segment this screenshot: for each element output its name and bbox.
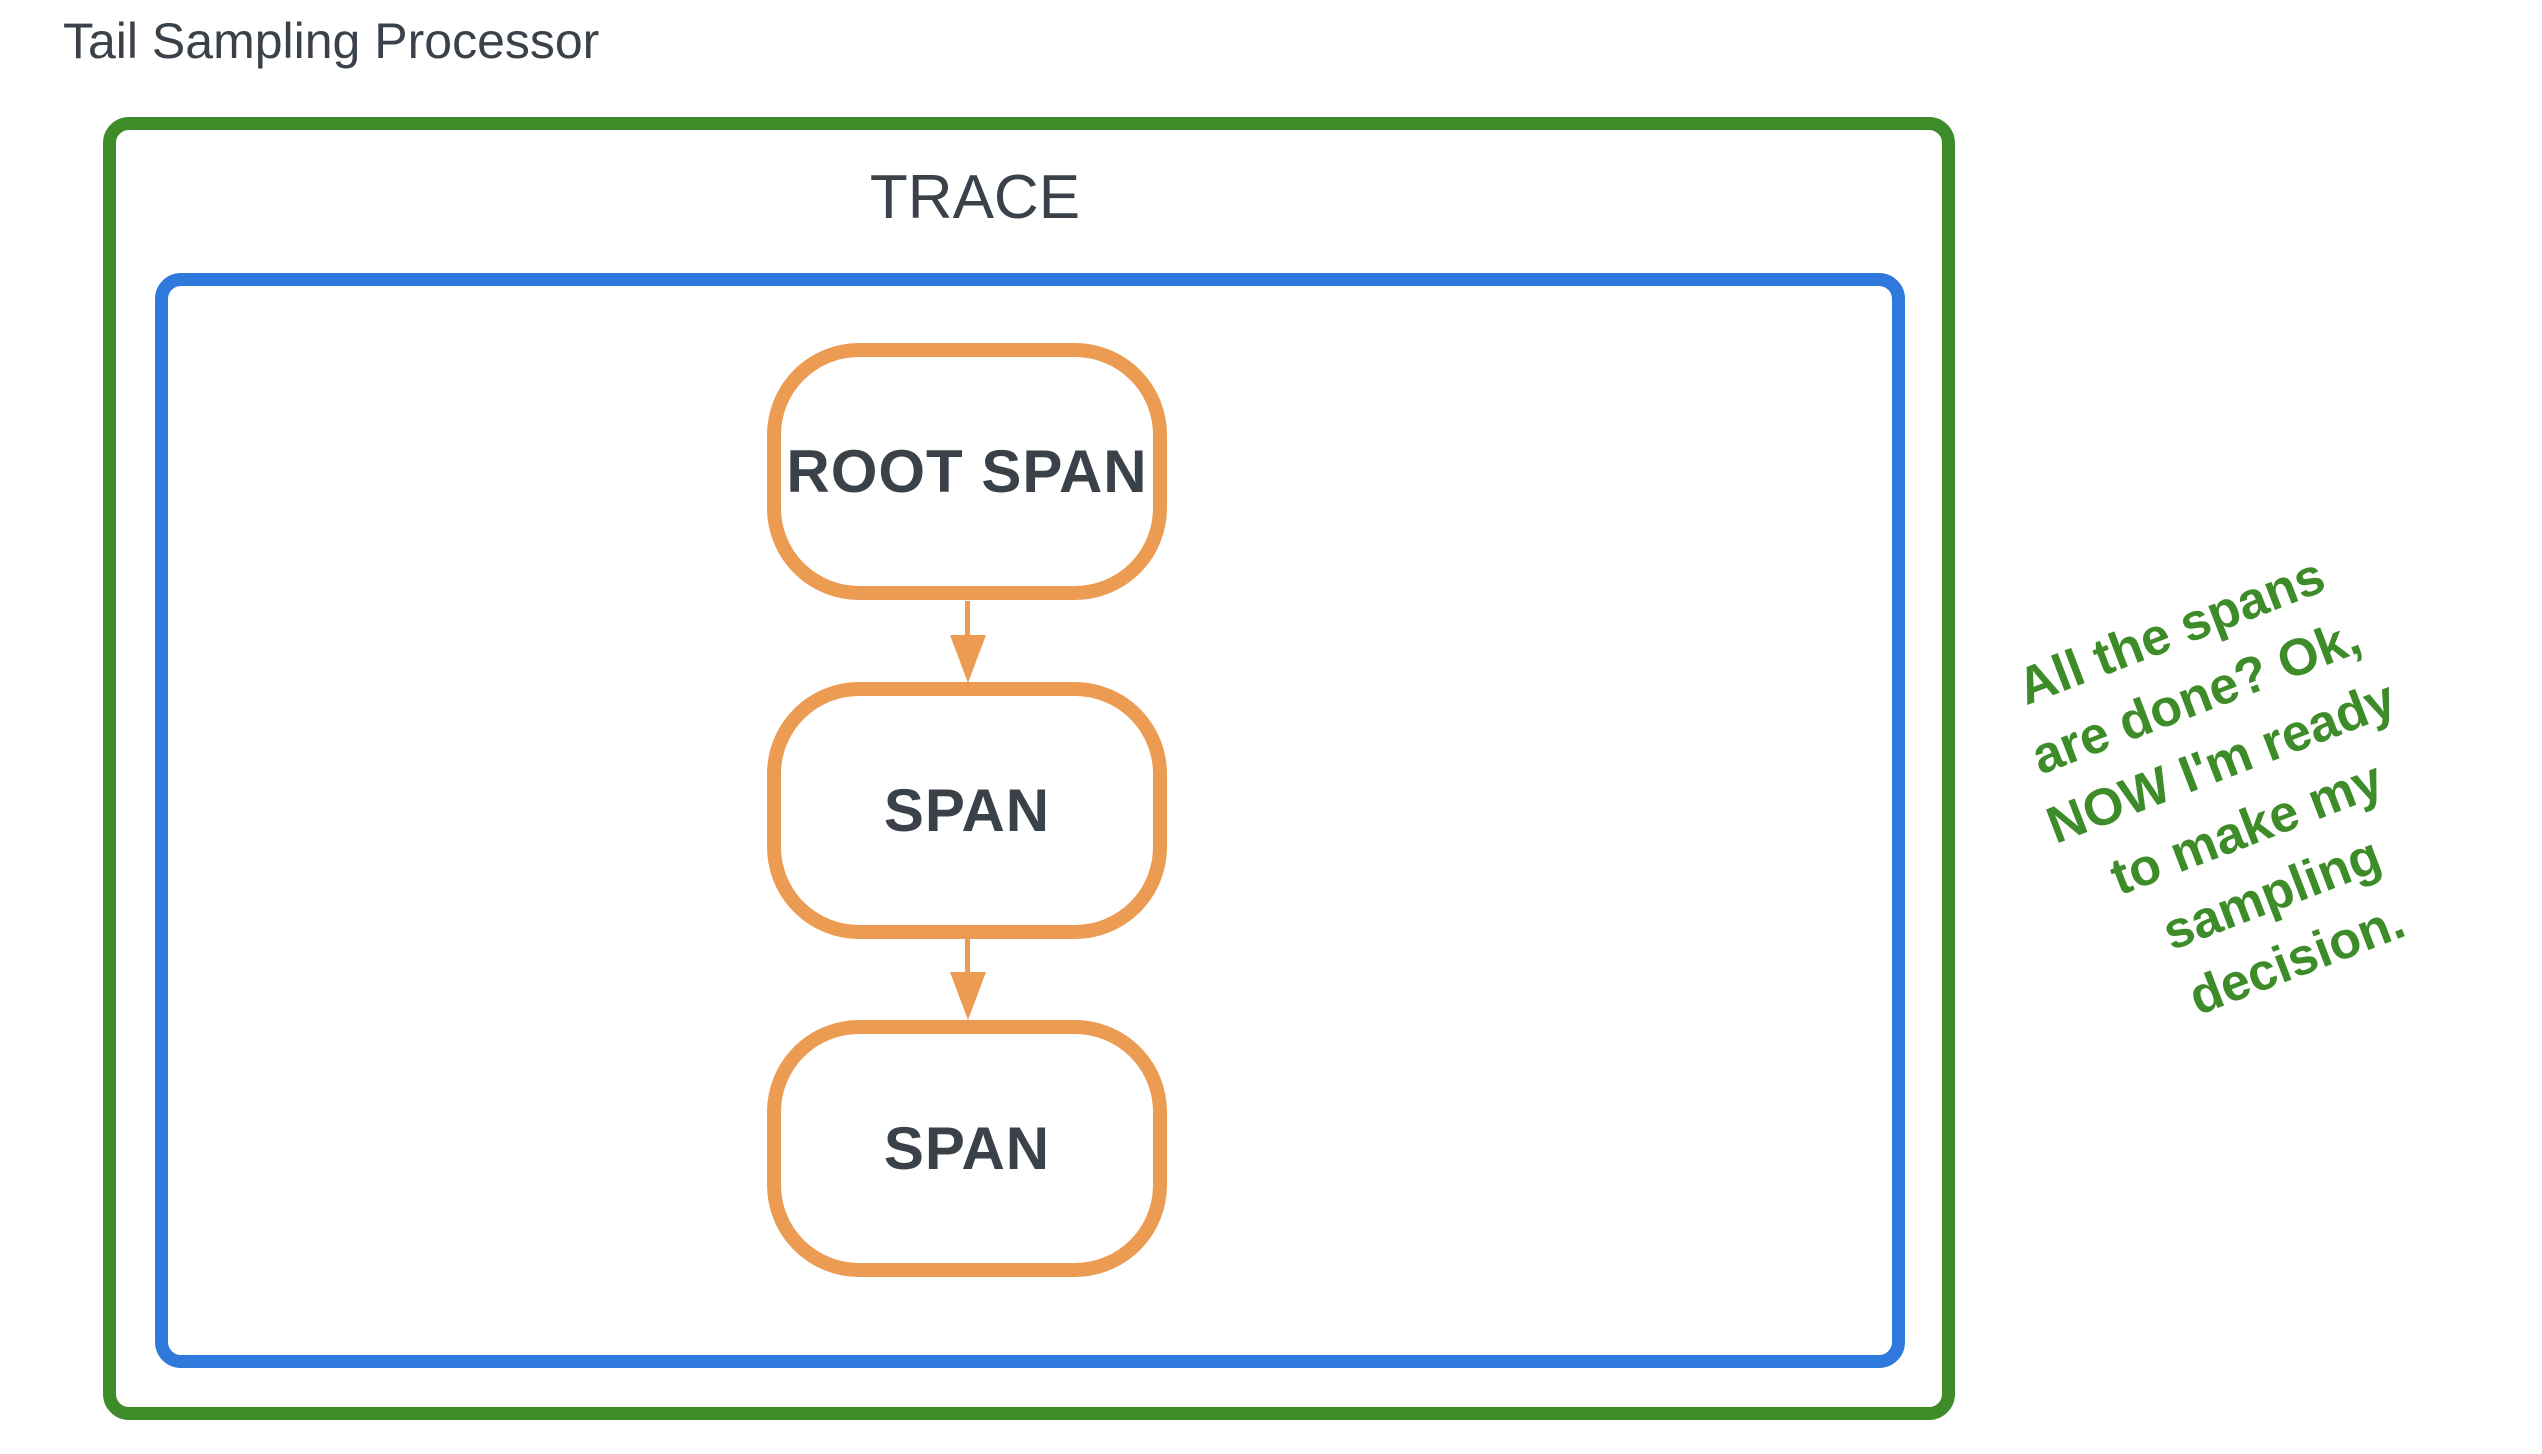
arrow-down-stem-1 [965,601,970,637]
node-span-1: SPAN [767,682,1167,939]
tail-sampling-processor-box [103,117,1955,1420]
trace-label: TRACE [869,163,1081,232]
node-span-2-label: SPAN [883,1115,1051,1182]
node-span-2: SPAN [767,1020,1167,1277]
annotation-text: All the spans are done? Ok, NOW I'm read… [1976,529,2493,1063]
arrow-down-icon-1 [950,635,986,683]
trace-box [155,273,1905,1368]
arrow-down-stem-2 [965,938,970,974]
node-root-span: ROOT SPAN [767,343,1167,600]
node-root-span-label: ROOT SPAN [786,438,1148,505]
arrow-down-icon-2 [950,972,986,1020]
node-span-1-label: SPAN [883,777,1051,844]
diagram-title: Tail Sampling Processor [63,13,600,69]
